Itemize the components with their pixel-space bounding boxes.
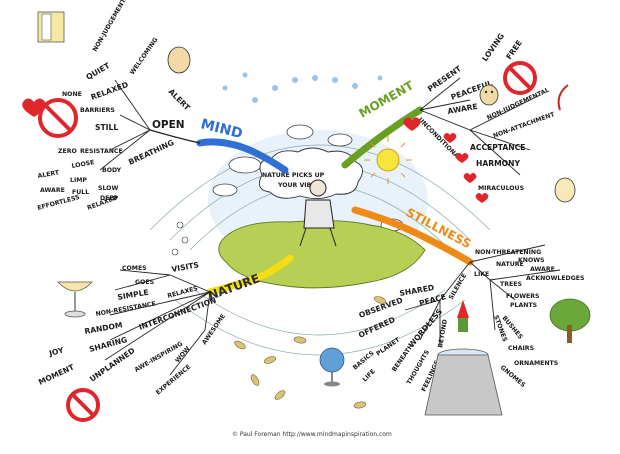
nature-word: COMES (122, 265, 147, 272)
stillness-word: FLOWERS (506, 293, 539, 300)
mind-branch-line (196, 138, 289, 174)
mind-word: BODY (102, 167, 122, 174)
face-icon (167, 46, 191, 74)
vibe-arc (149, 144, 491, 231)
stillness-word: LIKE (474, 271, 489, 278)
stillness-branch-line (351, 206, 474, 266)
nature-word: SHARING (88, 335, 128, 354)
center-text-line1: NATURE PICKS UP (262, 172, 325, 179)
stillness-word: BEYOND (437, 319, 449, 349)
moment-word: MIRACULOUS (478, 185, 524, 192)
moment-word: ACCEPTANCE (470, 143, 525, 152)
branch-nature: NATURE COMES VISITS GOES SIMPLE RELAXES … (37, 254, 294, 422)
nature-word: VISITS (171, 260, 200, 274)
heart-icon (22, 98, 46, 117)
nature-sub-lines (104, 269, 211, 376)
stillness-word: NATURE (496, 261, 524, 268)
thought-cloud (258, 147, 363, 199)
stillness-word: ACKNOWLEDGES (526, 275, 584, 282)
mind-word: WELCOMING (129, 36, 160, 76)
mind-word: RESISTANCE (80, 148, 123, 155)
mind-branch-line-thin (149, 129, 201, 144)
stone-pillar-icon (424, 348, 503, 416)
credit-text: © Paul Foreman http://www.mindmapinspira… (232, 431, 392, 438)
gnome-icon (457, 300, 469, 332)
flower-icon (171, 221, 189, 256)
moment-word: LOVING (480, 32, 506, 63)
tree-icon (549, 298, 591, 343)
no-sign-icon (503, 61, 537, 95)
face-icon (479, 84, 499, 106)
mind-word: ALERT (37, 169, 60, 180)
moment-word: HARMONY (476, 159, 520, 168)
stillness-word: PEACE (418, 292, 447, 308)
mind-sub-lines (99, 79, 151, 171)
vibe-arc (194, 289, 446, 336)
mind-word: EFFORTLESS (37, 194, 81, 212)
mind-word: DEEP (100, 195, 119, 202)
nature-word: JOY (47, 345, 65, 358)
stillness-word: PLANET (375, 336, 402, 358)
stillness-word: GNOMES (499, 364, 527, 389)
mind-word: BARRIERS (80, 107, 115, 114)
gnome-icon (554, 177, 576, 203)
mind-word: OPEN (152, 119, 185, 131)
mind-word: ALERT (167, 87, 193, 113)
mind-word: NONE (62, 91, 82, 98)
stillness-word: PLANTS (510, 302, 537, 309)
heart-icon (403, 117, 489, 203)
moment-word: FREE (504, 38, 524, 61)
nature-word: NON-RESISTANCE (95, 301, 156, 318)
nature-word: SIMPLE (117, 288, 150, 302)
person-icon (299, 179, 337, 247)
nature-word: RANDOM (84, 320, 123, 336)
stillness-word: AWARE (530, 266, 555, 273)
mind-word: ZERO (58, 148, 77, 155)
nature-word: RELAXES (167, 285, 199, 300)
stillness-sub-lines (404, 244, 561, 345)
mind-word: FULL (72, 189, 89, 196)
nature-branch-line (206, 254, 294, 296)
stillness-word: ORNAMENTS (514, 360, 558, 367)
mind-word: LIMP (70, 177, 87, 184)
stillness-word: TREES (500, 281, 522, 288)
sun-icon (364, 136, 412, 184)
sky-dots (222, 72, 383, 103)
nature-word: EXPERIENCE (155, 364, 192, 397)
moment-sub-lines (419, 77, 541, 176)
mind-word: RELAXED (90, 80, 130, 102)
mind-word: AWARE (40, 187, 65, 194)
mind-word: NON-JUDGEMENTAL (92, 0, 132, 53)
stillness-word: BASICS (352, 350, 376, 372)
no-sign-icon (66, 388, 100, 422)
nature-word: MOMENT (37, 362, 76, 387)
mind-title: MIND (199, 116, 244, 142)
leaf-icon (234, 296, 387, 409)
stillness-word: NON-THREATENING (475, 249, 541, 256)
vibe-arc (174, 299, 466, 356)
stillness-word: BENEATH (391, 343, 415, 373)
moment-branch-line (341, 106, 424, 169)
stillness-word: CHAIRS (508, 345, 534, 352)
mind-word: STILL (95, 123, 118, 132)
globe-icon (319, 347, 345, 387)
arrow-icon (557, 84, 569, 111)
stillness-word: KNOWS (518, 257, 545, 264)
cup-icon (57, 281, 93, 318)
mind-word: LOOSE (71, 159, 95, 170)
mind-word: QUIET (85, 61, 113, 82)
center-text-line2: YOUR VIBES (277, 182, 320, 189)
door-icon (37, 11, 65, 43)
nature-word: GOES (135, 279, 154, 286)
stillness-word: LIFE (361, 368, 376, 383)
no-sign-icon (38, 98, 78, 138)
moment-word: PRESENT (426, 64, 464, 94)
mind-word: SLOW (98, 185, 118, 192)
